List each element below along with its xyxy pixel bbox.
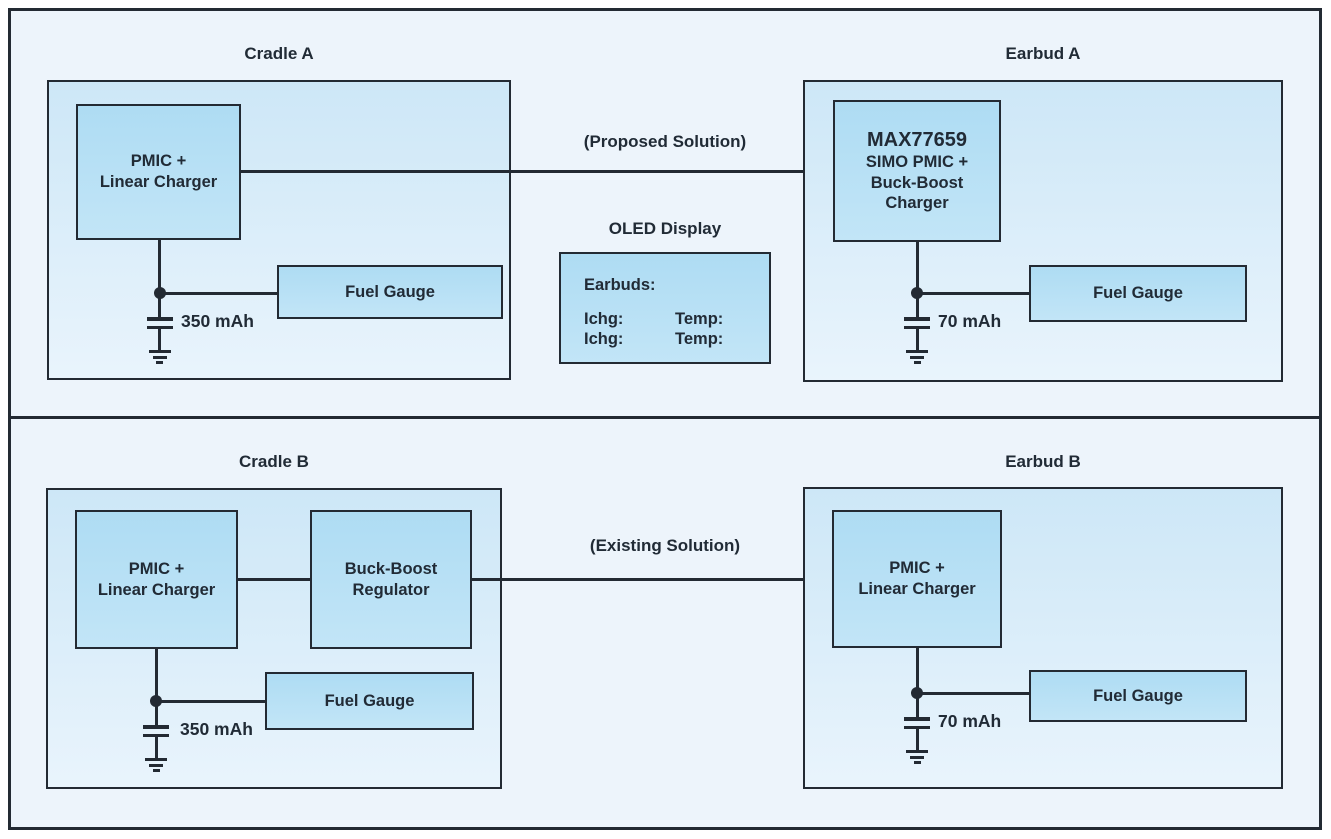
buck-boost-regulator-box: Buck-Boost Regulator (310, 510, 472, 649)
cradle-b-title: Cradle B (239, 452, 309, 471)
ground-icon (910, 755, 924, 759)
battery-capacity-label: 350 mAh (180, 719, 253, 739)
arrow-line-existing (472, 578, 816, 581)
ground-icon (148, 349, 171, 353)
oled-ichg-label-2: Ichg: (584, 330, 624, 348)
arrow-line-proposed (241, 170, 816, 173)
wire-segment (917, 692, 1029, 695)
ground-icon (149, 763, 163, 767)
wire-segment (154, 737, 158, 758)
ground-icon (156, 361, 163, 364)
battery-plate (904, 317, 930, 321)
battery-symbol (904, 240, 930, 366)
wire-segment (158, 240, 161, 318)
wire-segment (915, 240, 919, 318)
proposed-solution-label: (Proposed Solution) (583, 132, 747, 151)
ground-icon (152, 769, 160, 772)
chip-name-label: MAX77659 (866, 128, 968, 151)
oled-display-title: OLED Display (608, 219, 722, 238)
fuel-gauge-cradle-a-box: Fuel Gauge (277, 265, 503, 319)
wire-segment (917, 291, 1029, 295)
fuel-gauge-cradle-b-box: Fuel Gauge (265, 672, 474, 730)
chip-desc-label: SIMO PMIC + Buck-Boost Charger (865, 152, 969, 213)
battery-capacity-label: 70 mAh (938, 311, 1002, 331)
earbud-a-title: Earbud A (1005, 44, 1081, 63)
ground-icon (910, 355, 924, 359)
earbud-b-title: Earbud B (1005, 452, 1081, 471)
ground-icon (913, 361, 921, 364)
battery-plate (146, 317, 173, 321)
battery-plate (904, 725, 930, 729)
cradle-a-title: Cradle A (244, 44, 314, 63)
oled-earbuds-label: Earbuds: (584, 276, 656, 294)
wire-segment (158, 329, 161, 350)
oled-temp-label-1: Temp: (675, 310, 724, 328)
max77659-box: MAX77659 SIMO PMIC + Buck-Boost Charger (833, 100, 1001, 242)
oled-display-box: Earbuds: Ichg: Temp: Ichg: Temp: (559, 252, 771, 364)
existing-solution-label: (Existing Solution) (589, 536, 741, 555)
wire-segment (915, 648, 919, 718)
ground-icon (906, 349, 928, 353)
ground-icon (913, 761, 921, 764)
ground-icon (906, 749, 928, 753)
battery-plate (143, 725, 169, 729)
wire-segment (159, 291, 277, 295)
fuel-gauge-earbud-b-box: Fuel Gauge (1029, 670, 1247, 722)
battery-capacity-label: 350 mAh (181, 311, 254, 331)
wire-segment (915, 729, 919, 750)
ground-icon (145, 757, 167, 761)
ground-icon (152, 355, 167, 359)
battery-plate (143, 733, 169, 737)
fuel-gauge-earbud-a-box: Fuel Gauge (1029, 265, 1247, 322)
wire-segment (154, 648, 158, 726)
battery-symbol (146, 240, 173, 366)
pmic-linear-charger-a-box: PMIC + Linear Charger (76, 104, 241, 240)
section-divider (8, 416, 1322, 419)
battery-symbol (143, 648, 169, 774)
battery-plate (146, 325, 173, 329)
battery-plate (904, 717, 930, 721)
wire-segment (915, 329, 919, 350)
battery-symbol (904, 640, 930, 766)
oled-ichg-label-1: Ichg: (584, 310, 624, 328)
pmic-linear-charger-b-box: PMIC + Linear Charger (75, 510, 238, 649)
battery-plate (904, 325, 930, 329)
wire-segment (238, 578, 310, 581)
oled-temp-label-2: Temp: (675, 330, 724, 348)
battery-capacity-label: 70 mAh (938, 711, 1002, 731)
pmic-linear-charger-earbud-b-box: PMIC + Linear Charger (832, 510, 1002, 648)
wire-segment (156, 699, 265, 703)
